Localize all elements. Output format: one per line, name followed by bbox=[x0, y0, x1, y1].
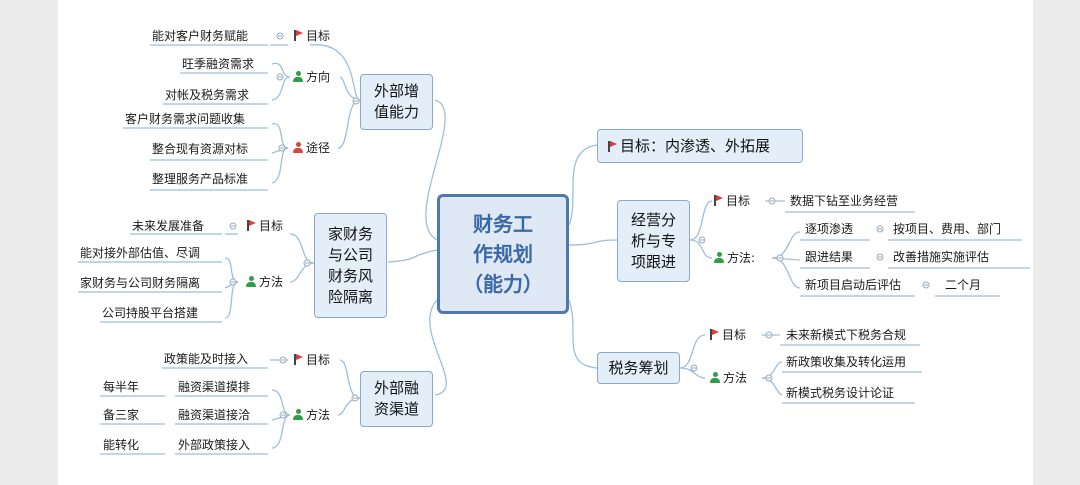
tag-method-label: 方法: bbox=[727, 251, 756, 265]
list-item[interactable]: 新模式税务设计论证 bbox=[786, 386, 895, 400]
central-topic-line-2: 作规划 bbox=[473, 242, 533, 266]
branch-label-line: 家财务 bbox=[327, 224, 373, 243]
tag-method-label: 方法 bbox=[723, 371, 748, 385]
person-icon bbox=[246, 276, 256, 287]
tag-goal-label: 目标 bbox=[306, 353, 331, 367]
branch-label-line: 外部增 bbox=[373, 82, 419, 100]
list-item[interactable]: 跟进结果 bbox=[805, 250, 854, 264]
central-topic[interactable]: 财务工 作规划 （能力） bbox=[437, 194, 569, 314]
branch-label-line: 资渠道 bbox=[373, 400, 419, 418]
flag-icon bbox=[714, 195, 723, 206]
detail-item[interactable]: 改善措施实施评估 bbox=[893, 250, 990, 264]
tag-goal-label: 目标 bbox=[259, 219, 284, 233]
branch-label-line: 值能力 bbox=[373, 103, 419, 121]
list-item[interactable]: 融资渠道接洽 bbox=[178, 408, 251, 422]
note-item[interactable]: 备三家 bbox=[103, 408, 140, 422]
person-icon bbox=[714, 252, 724, 263]
branch-goal-label: 目标：内渗透、外拓展 bbox=[620, 136, 771, 155]
tag-goal[interactable]: 目标 bbox=[714, 193, 750, 209]
branch-tax-label: 税务筹划 bbox=[608, 358, 669, 377]
list-item[interactable]: 客户财务需求问题收集 bbox=[125, 112, 246, 126]
tag-goal-label: 目标 bbox=[722, 328, 747, 342]
branch-tax[interactable]: 税务筹划 bbox=[597, 352, 680, 384]
branch-operation[interactable]: 经营分 析与专 项跟进 bbox=[617, 200, 690, 282]
note-item[interactable]: 能转化 bbox=[103, 438, 140, 452]
list-item[interactable]: 整理服务产品标准 bbox=[152, 172, 249, 186]
tag-goal[interactable]: 目标 bbox=[710, 327, 746, 343]
central-topic-line-3: （能力） bbox=[463, 272, 543, 296]
list-item[interactable]: 逐项渗透 bbox=[805, 222, 854, 236]
person-icon bbox=[293, 142, 303, 153]
tag-direction-label: 方向 bbox=[306, 70, 331, 84]
person-icon bbox=[293, 71, 303, 82]
detail-item[interactable]: 按项目、费用、部门 bbox=[893, 222, 1002, 236]
branch-label-line: 险隔离 bbox=[327, 287, 373, 306]
list-item[interactable]: 家财务与公司财务隔离 bbox=[80, 276, 201, 290]
person-icon bbox=[710, 372, 720, 383]
branch-label-line: 析与专 bbox=[630, 231, 676, 250]
branch-label-line: 项跟进 bbox=[630, 252, 676, 271]
branch-label-line: 经营分 bbox=[630, 210, 676, 229]
flag-icon bbox=[608, 140, 617, 152]
tag-method-label: 方法 bbox=[259, 275, 284, 289]
list-item[interactable]: 能对接外部估值、尽调 bbox=[80, 246, 201, 260]
tag-method-label: 方法 bbox=[306, 408, 331, 422]
tag-method[interactable]: 方法 bbox=[710, 370, 747, 386]
tag-goal-label: 目标 bbox=[726, 194, 751, 208]
flag-icon bbox=[247, 220, 256, 231]
tag-direction[interactable]: 方向 bbox=[293, 69, 330, 85]
note-item[interactable]: 每半年 bbox=[103, 380, 140, 394]
list-item[interactable]: 新政策收集及转化运用 bbox=[786, 355, 907, 369]
list-item[interactable]: 能对客户财务赋能 bbox=[152, 29, 249, 43]
list-item[interactable]: 对帐及税务需求 bbox=[165, 88, 250, 102]
flag-icon bbox=[710, 329, 719, 340]
tag-goal-label: 目标 bbox=[306, 29, 331, 43]
list-item[interactable]: 整合现有资源对标 bbox=[152, 142, 249, 156]
list-item[interactable]: 旺季融资需求 bbox=[182, 57, 255, 71]
tag-goal[interactable]: 目标 bbox=[247, 218, 283, 234]
branch-label-line: 与公司 bbox=[327, 245, 373, 264]
tag-method[interactable]: 方法 bbox=[246, 274, 283, 290]
tag-goal[interactable]: 目标 bbox=[294, 352, 330, 368]
branch-external-capability[interactable]: 外部增 值能力 bbox=[360, 74, 433, 130]
central-topic-line-1: 财务工 bbox=[473, 212, 533, 236]
list-item[interactable]: 外部政策接入 bbox=[178, 438, 251, 452]
list-item[interactable]: 新项目启动后评估 bbox=[805, 278, 902, 292]
tag-path-label: 途径 bbox=[306, 141, 331, 155]
flag-icon bbox=[294, 354, 303, 365]
list-item[interactable]: 公司持股平台搭建 bbox=[102, 306, 199, 320]
list-item[interactable]: 融资渠道摸排 bbox=[178, 380, 251, 394]
list-item[interactable]: 数据下钻至业务经营 bbox=[790, 194, 899, 208]
list-item[interactable]: 政策能及时接入 bbox=[164, 352, 249, 366]
branch-goal[interactable]: 目标：内渗透、外拓展 bbox=[597, 129, 803, 163]
branch-label-line: 外部融 bbox=[373, 379, 419, 397]
tag-method[interactable]: 方法 bbox=[293, 407, 330, 423]
tag-method[interactable]: 方法: bbox=[714, 250, 755, 266]
list-item[interactable]: 未来新模式下税务合规 bbox=[786, 328, 907, 342]
person-icon bbox=[293, 409, 303, 420]
detail-item[interactable]: 二个月 bbox=[945, 278, 982, 292]
tag-path[interactable]: 途径 bbox=[293, 140, 330, 156]
branch-financing[interactable]: 外部融 资渠道 bbox=[360, 371, 433, 427]
flag-icon bbox=[294, 30, 303, 41]
list-item[interactable]: 未来发展准备 bbox=[132, 219, 205, 233]
branch-isolation[interactable]: 家财务 与公司 财务风 险隔离 bbox=[314, 213, 387, 318]
tag-goal[interactable]: 目标 bbox=[294, 28, 330, 44]
branch-label-line: 财务风 bbox=[327, 266, 373, 285]
